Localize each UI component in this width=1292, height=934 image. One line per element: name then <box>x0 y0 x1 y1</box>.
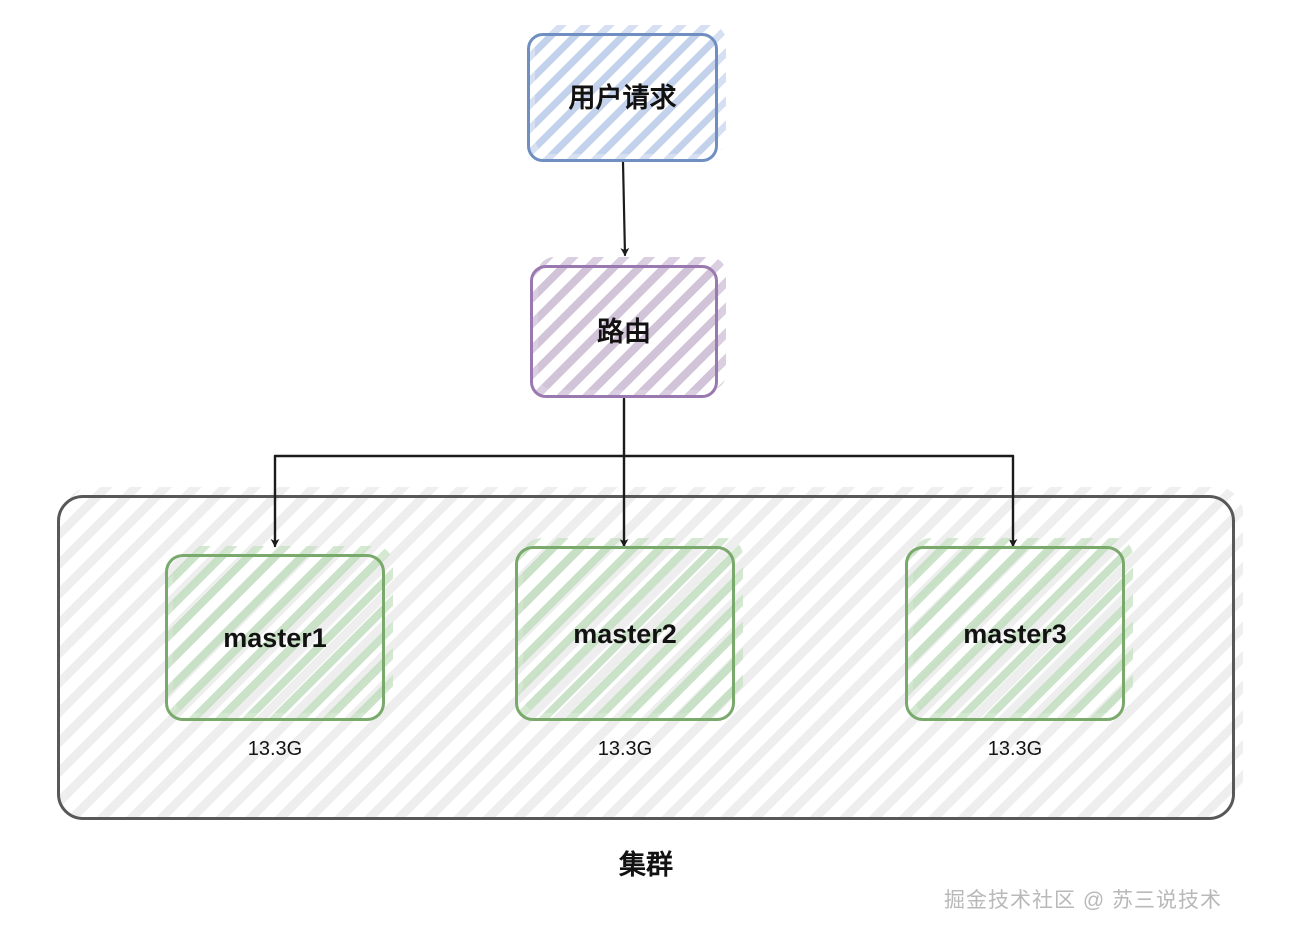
master1-label: master1 <box>223 622 327 653</box>
user-request-label: 用户请求 <box>568 82 677 113</box>
node-router[interactable]: 路由 <box>530 257 726 398</box>
node-user-request[interactable]: 用户请求 <box>527 25 726 162</box>
master2-capacity: 13.3G <box>597 738 653 760</box>
master3-frame <box>905 546 1125 721</box>
master3-capacity: 13.3G <box>987 738 1043 760</box>
router-frame <box>530 265 718 398</box>
master1-capacity: 13.3G <box>247 738 303 760</box>
node-master3[interactable]: master3 <box>905 538 1133 721</box>
watermark: 掘金技术社区 @ 苏三说技术 <box>944 889 1222 912</box>
cluster-frame <box>57 495 1235 820</box>
master3-label: master3 <box>963 618 1067 649</box>
master3-hatch <box>905 546 1125 721</box>
master2-label: master2 <box>573 618 677 649</box>
master1-frame <box>165 554 385 721</box>
router-label: 路由 <box>597 316 651 347</box>
node-master1[interactable]: master1 <box>165 546 393 721</box>
node-master2[interactable]: master2 <box>515 538 743 721</box>
edge-request-to-router <box>620 160 630 257</box>
cluster-label: 集群 <box>619 850 673 880</box>
user-request-frame <box>527 33 718 162</box>
master2-frame <box>515 546 735 721</box>
master1-hatch <box>165 554 385 721</box>
master2-hatch <box>515 546 735 721</box>
user-request-hatch <box>527 33 718 162</box>
router-hatch <box>530 265 718 398</box>
